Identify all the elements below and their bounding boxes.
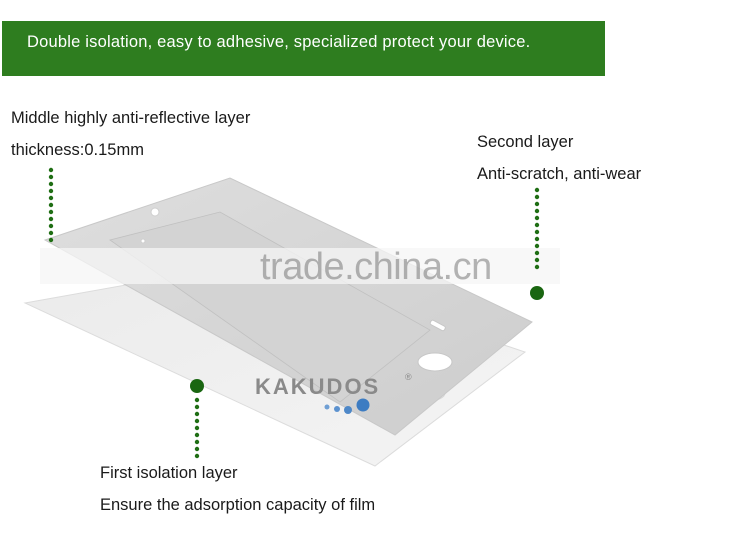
- watermark-band: [40, 248, 560, 284]
- second-layer-detail: Anti-scratch, anti-wear: [477, 165, 642, 183]
- logo-bubble: [324, 404, 330, 410]
- logo-bubble: [344, 406, 352, 414]
- first-layer-title: First isolation layer: [100, 464, 238, 482]
- watermark-text: trade.china.cn: [260, 246, 492, 288]
- header-banner: Double isolation, easy to adhesive, spec…: [2, 21, 605, 76]
- second-layer-title: Second layer: [477, 133, 574, 151]
- first-layer-pointer: [190, 379, 204, 459]
- registered-mark: ®: [405, 372, 412, 382]
- middle-layer-title: Middle highly anti-reflective layer: [11, 109, 251, 127]
- logo-bubble: [334, 406, 340, 412]
- middle-layer-detail: thickness:0.15mm: [11, 141, 144, 159]
- sensor-hole: [140, 238, 146, 244]
- brand-logo-text: KAKUDOS: [255, 374, 381, 399]
- camera-hole: [150, 207, 160, 217]
- home-button-hole: [417, 352, 453, 372]
- logo-bubble: [356, 398, 370, 412]
- middle-layer-pointer: [48, 167, 54, 243]
- second-layer-pointer: [530, 187, 544, 300]
- banner-text: Double isolation, easy to adhesive, spec…: [27, 33, 531, 51]
- first-layer-detail: Ensure the adsorption capacity of film: [100, 496, 376, 514]
- middle-layer-slot: [429, 319, 446, 332]
